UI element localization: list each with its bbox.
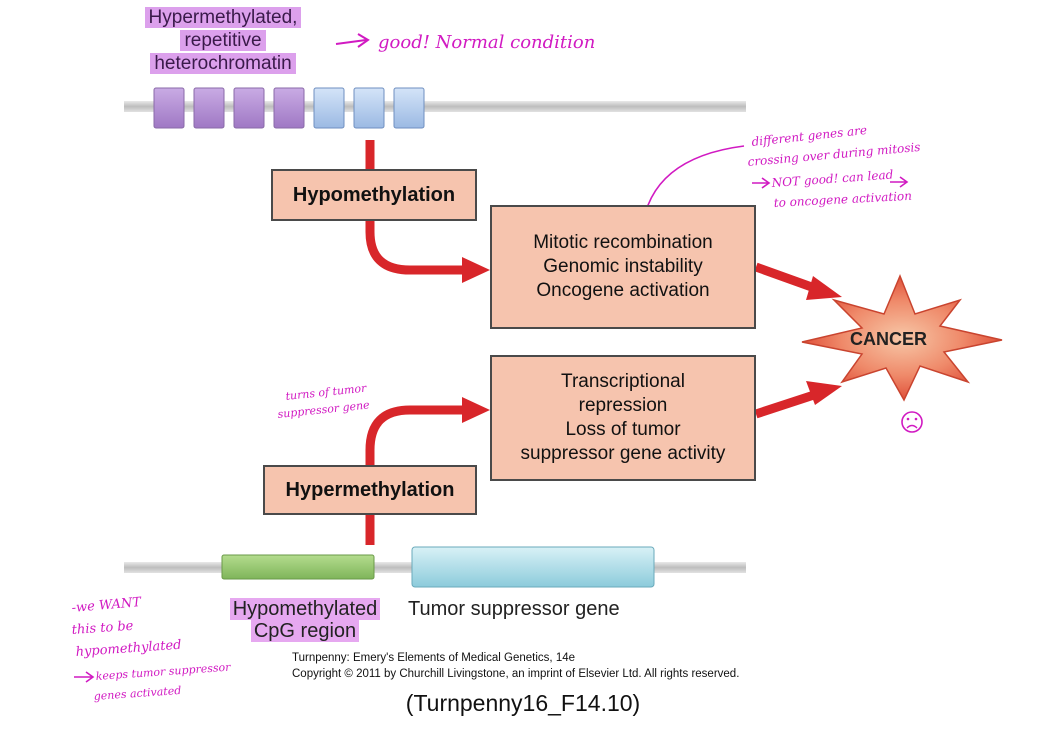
sad-face-eye: [914, 417, 918, 421]
annotation-arrow: [890, 176, 909, 188]
heterochromatin-label: Hypermethylated, repetitive heterochroma…: [118, 6, 328, 75]
box-line: Oncogene activation: [536, 280, 710, 301]
repetitive-block: [313, 87, 345, 129]
mitotic-recombination-box: Mitotic recombination Genomic instabilit…: [490, 205, 756, 329]
heterochromatin-block: [273, 87, 305, 129]
cpg-region-block: [221, 554, 375, 580]
tumor-suppressor-gene-block: [411, 546, 655, 588]
box-line: Loss of tumor: [565, 419, 681, 440]
label-line: heterochromatin: [150, 53, 296, 74]
annotation-crossing-over: different genes are crossing over during…: [747, 123, 921, 210]
box-line: Transcriptional: [561, 371, 685, 392]
label-line: Hypermethylated,: [144, 7, 302, 28]
annotation-arrow: [74, 671, 95, 683]
to-cancer-arrow-bottom: [754, 388, 822, 419]
annotation-line: genes activated: [93, 684, 181, 703]
top-dna-strand: [124, 101, 746, 112]
cancer-starburst: [801, 274, 1003, 402]
sad-face-mouth: [906, 424, 918, 429]
figure-id: (Turnpenny16_F14.10): [405, 690, 641, 716]
credit-line: Turnpenny: Emery's Elements of Medical G…: [292, 652, 576, 664]
transcriptional-repression-box: Transcriptional repression Loss of tumor…: [490, 355, 756, 481]
to-cancer-arrow-top: [754, 262, 822, 295]
heterochromatin-block: [193, 87, 225, 129]
annotation-line: NOT good! can lead: [770, 168, 894, 191]
box-line: Genomic instability: [543, 256, 703, 277]
annotation-line: to oncogene activation: [773, 189, 912, 210]
credit-line: Copyright © 2011 by Churchill Livingston…: [292, 668, 740, 680]
heterochromatin-block: [233, 87, 265, 129]
cpg-region-label: Hypomethylated CpG region: [214, 598, 396, 642]
figure-credit: Turnpenny: Emery's Elements of Medical G…: [292, 650, 739, 682]
heterochromatin-block: [153, 87, 185, 129]
annotation-line: hypomethylated: [75, 638, 182, 660]
box-line: Mitotic recombination: [533, 232, 713, 253]
hypermethylation-arrow: [365, 405, 465, 545]
arrowhead: [462, 397, 490, 423]
repetitive-block: [393, 87, 425, 129]
annotation-line: this to be: [71, 619, 134, 638]
sad-face-circle: [901, 411, 923, 433]
annotation-line: keeps tumor suppressor: [95, 661, 231, 683]
box-line: suppressor gene activity: [520, 443, 726, 464]
annotation-arrow: [357, 33, 370, 48]
hypomethylation-arrow: [365, 140, 465, 275]
repetitive-block: [353, 87, 385, 129]
cancer-label: CANCER: [850, 329, 928, 349]
label-line: CpG region: [250, 620, 360, 642]
annotation-want: -we WANT this to be hypomethylated keeps…: [71, 595, 232, 703]
arrowhead: [806, 381, 842, 405]
annotation-good: good! Normal condition: [378, 32, 595, 53]
annotation-line: -we WANT: [71, 595, 143, 616]
hypermethylation-box: Hypermethylation: [263, 465, 477, 515]
annotation-arrow: [335, 39, 367, 45]
box-line: repression: [578, 395, 668, 416]
tumor-suppressor-gene-label: Tumor suppressor gene: [408, 598, 620, 620]
annotation-turns: turns of tumor suppressor gene: [277, 382, 371, 421]
label-line: repetitive: [180, 30, 266, 51]
arrowhead: [462, 257, 490, 283]
arrowhead: [806, 276, 842, 300]
sad-face-eye: [906, 417, 910, 421]
label-line: Hypomethylated: [229, 598, 381, 620]
hypomethylation-box: Hypomethylation: [271, 169, 477, 221]
annotation-arrow: [752, 177, 771, 189]
